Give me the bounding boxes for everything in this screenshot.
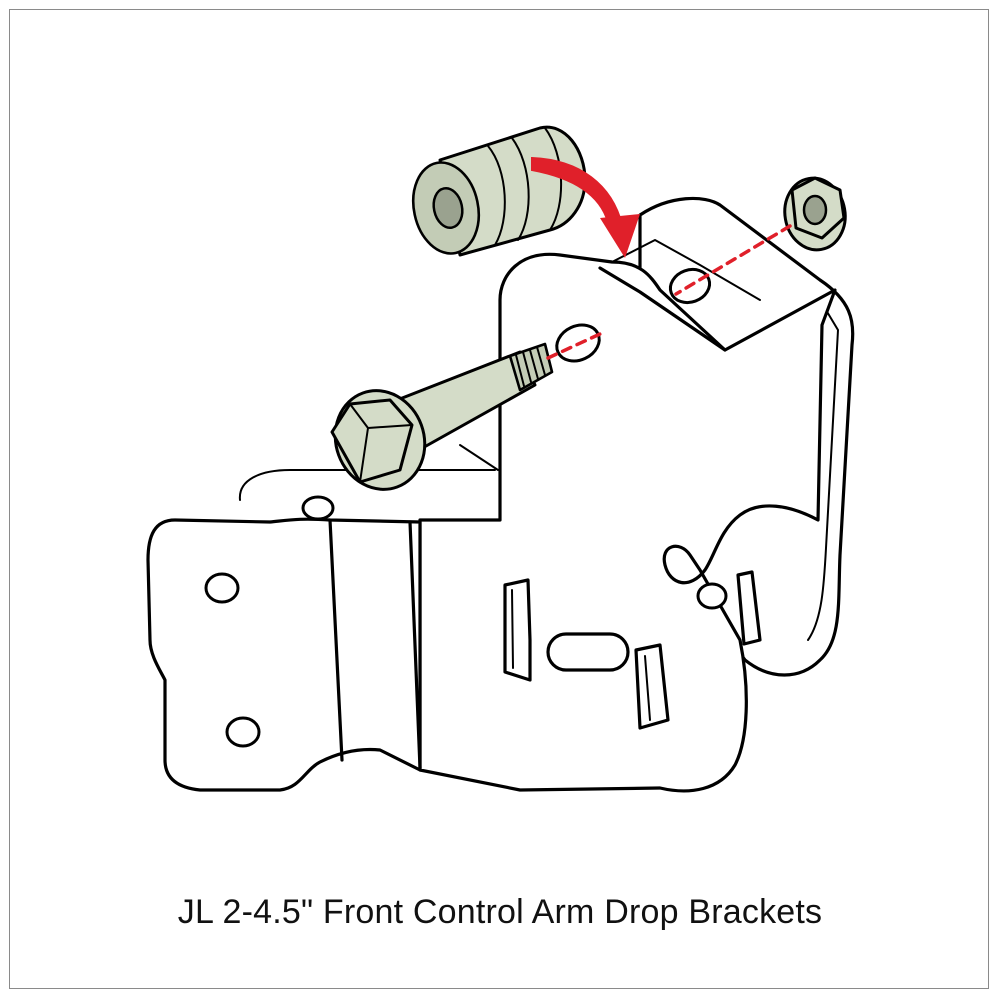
bushing-sleeve xyxy=(411,125,587,257)
tab-left xyxy=(503,578,532,682)
sleeve-bore xyxy=(432,186,464,230)
nut-alignment-line xyxy=(674,224,792,296)
insert-arrow xyxy=(531,156,640,258)
bracket-left-foot xyxy=(146,517,422,792)
drop-bracket xyxy=(146,196,855,793)
insert-arrow-head xyxy=(600,214,640,258)
nut-thread-bore xyxy=(802,194,828,226)
side-slot xyxy=(736,570,762,646)
bolt-threads xyxy=(508,342,554,392)
foot-hole-lower xyxy=(225,716,261,748)
hex-bolt xyxy=(330,342,554,491)
bolt-alignment-line xyxy=(546,332,602,360)
side-hole xyxy=(696,582,728,610)
flange-nut xyxy=(783,176,847,252)
side-plate-rim xyxy=(807,299,839,641)
tab-right xyxy=(634,643,670,730)
rear-hole xyxy=(301,495,335,521)
center-slot xyxy=(546,632,630,672)
foot-hole-upper xyxy=(204,572,240,604)
foot-fold-line-1 xyxy=(328,518,344,762)
lug-fold-line xyxy=(598,266,727,352)
caption: JL 2-4.5" Front Control Arm Drop Bracket… xyxy=(177,893,823,931)
foot-fold-line-2 xyxy=(408,520,422,770)
